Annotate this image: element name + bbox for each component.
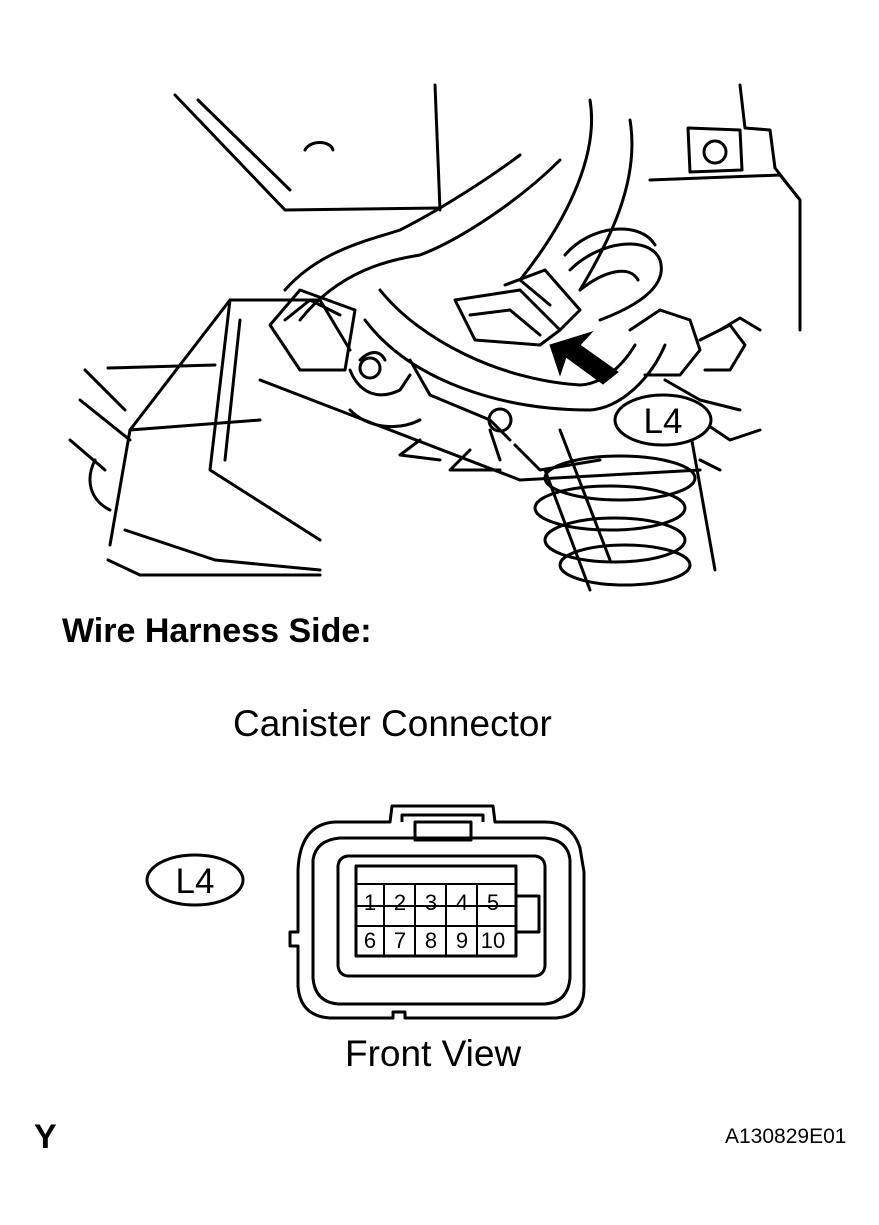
callout-code: L4	[644, 402, 683, 441]
connector-code-ellipse	[145, 853, 245, 907]
callout-ellipse	[613, 393, 713, 447]
pin-label: 8	[425, 928, 437, 953]
pin-label: 1	[364, 890, 376, 915]
pin-label: 10	[481, 928, 505, 953]
view-label: Front View	[345, 1033, 522, 1074]
pin-row-bottom: 6 7 8 9 10	[364, 928, 505, 953]
pin-label: 6	[364, 928, 376, 953]
connector-code: L4	[176, 862, 215, 901]
connector-name: Canister Connector	[233, 703, 552, 744]
pin-label: 7	[394, 928, 406, 953]
connector-front-view	[288, 804, 586, 1020]
pin-label: 3	[425, 890, 437, 915]
pin-label: 9	[456, 928, 468, 953]
corner-mark: Y	[34, 1118, 57, 1156]
pin-label: 5	[487, 890, 499, 915]
pointer-arrow	[549, 330, 619, 385]
pin-label: 4	[456, 890, 468, 915]
pin-row-top: 1 2 3 4 5	[364, 890, 499, 915]
pin-label: 2	[394, 890, 406, 915]
page-heading: Wire Harness Side:	[62, 612, 372, 650]
figure-code: A130829E01	[725, 1125, 847, 1148]
